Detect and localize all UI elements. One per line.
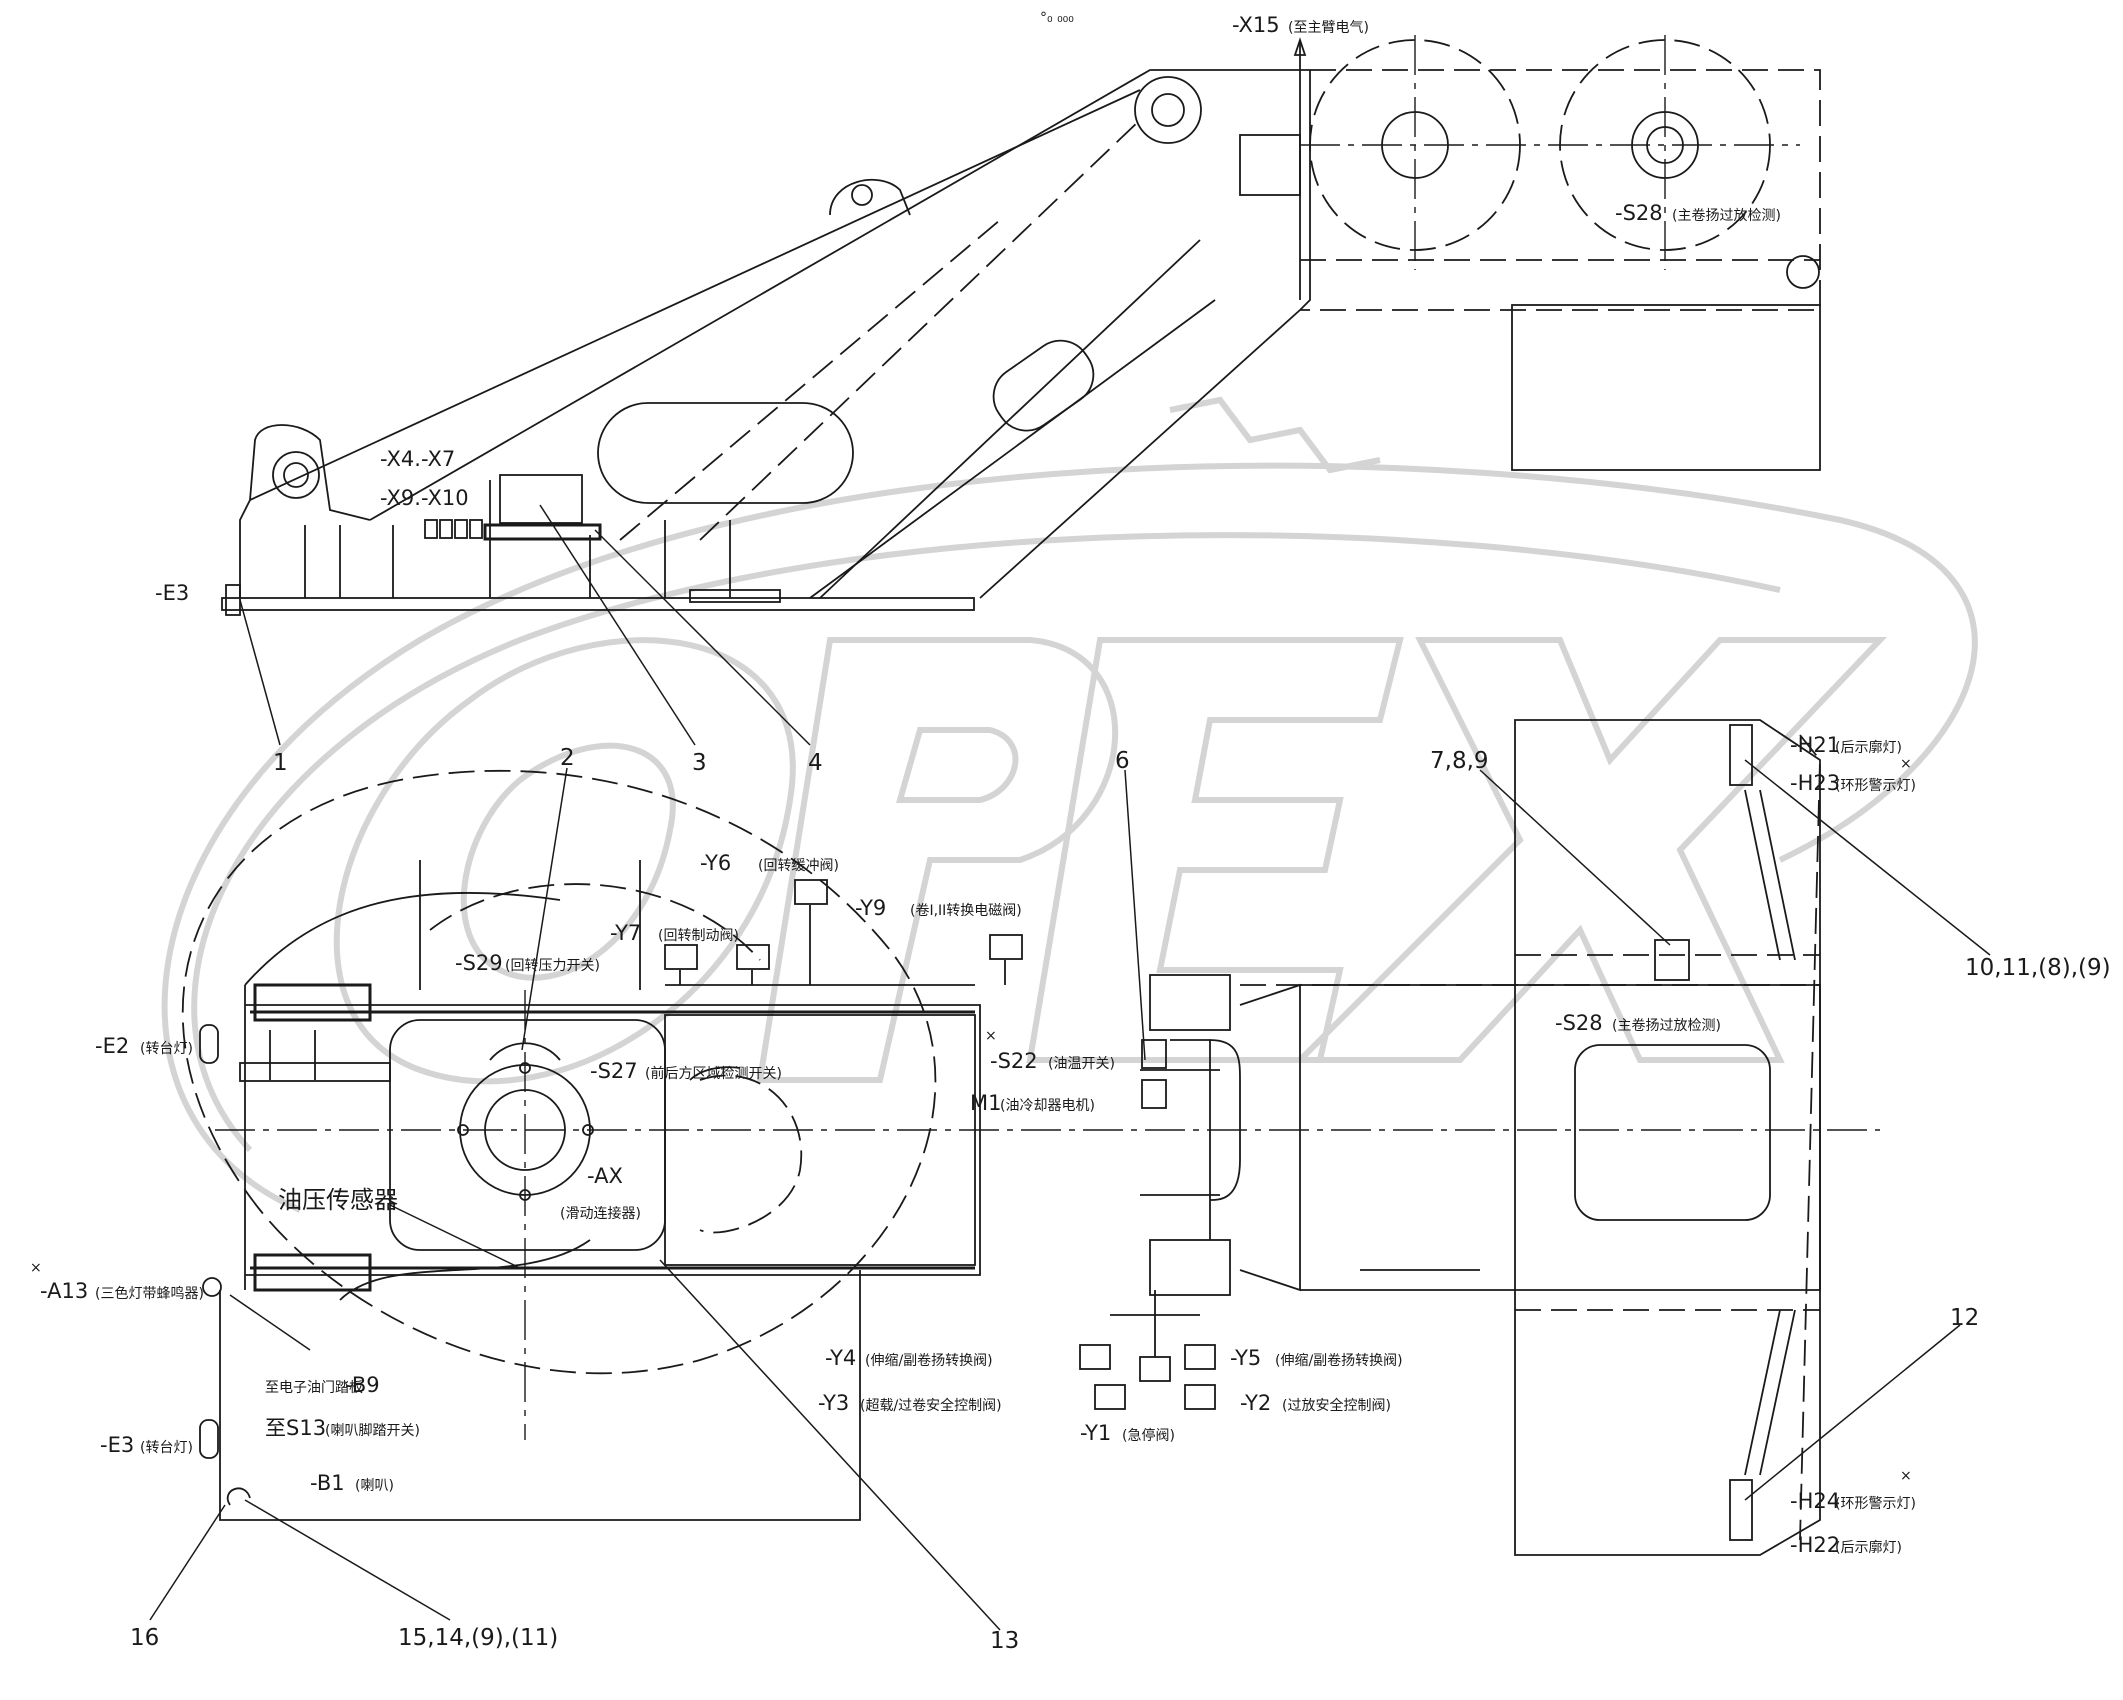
callout-1: 1 bbox=[273, 750, 288, 776]
callout-4: 4 bbox=[808, 750, 823, 776]
label-h24-desc: (环形警示灯) bbox=[1835, 1496, 1916, 1512]
label-y6-desc: (回转缓冲阀) bbox=[758, 858, 839, 874]
label-ax-desc: (滑动连接器) bbox=[560, 1205, 641, 1222]
label-s28-bot: -S28 bbox=[1555, 1011, 1603, 1035]
label-s22-desc: (油温开关) bbox=[1048, 1056, 1115, 1072]
label-s27-desc: (前后方区域检测开关) bbox=[645, 1065, 782, 1082]
label-s29: -S29 bbox=[455, 951, 503, 975]
label-y9-desc: (卷I,II转换电磁阀) bbox=[910, 902, 1022, 919]
label-y2-desc: (过放安全控制阀) bbox=[1282, 1397, 1391, 1414]
label-ax: -AX bbox=[587, 1164, 623, 1188]
label-a13-desc: (三色灯带蜂鸣器) bbox=[95, 1285, 204, 1302]
label-y3: -Y3 bbox=[818, 1391, 849, 1415]
label-pressure-sensor: 油压传感器 bbox=[278, 1186, 398, 1214]
label-h23-desc: (环形警示灯) bbox=[1835, 778, 1916, 794]
label-b9: -B9 bbox=[345, 1373, 380, 1397]
label-b1: -B1 bbox=[310, 1471, 345, 1495]
label-y9: -Y9 bbox=[855, 896, 886, 920]
label-e3-bot: -E3 bbox=[100, 1433, 134, 1457]
label-h21-desc: (后示廓灯) bbox=[1835, 739, 1902, 756]
label-x9-x10: -X9.-X10 bbox=[380, 486, 469, 510]
callout-2: 2 bbox=[560, 745, 575, 771]
label-star-h24: × bbox=[1900, 1468, 1912, 1484]
label-m1: M1 bbox=[970, 1091, 1001, 1115]
label-s28-top-desc: (主卷扬过放检测) bbox=[1672, 208, 1781, 224]
callout-13: 13 bbox=[990, 1628, 1019, 1654]
label-y5-desc: (伸缩/副卷扬转换阀) bbox=[1275, 1352, 1403, 1369]
label-y4: -Y4 bbox=[825, 1346, 856, 1370]
label-y5: -Y5 bbox=[1230, 1346, 1261, 1370]
callout-10-11-8-9: 10,11,(8),(9) bbox=[1965, 955, 2111, 981]
label-star-s22: × bbox=[985, 1028, 997, 1044]
label-y7: -Y7 bbox=[610, 921, 641, 945]
label-y2: -Y2 bbox=[1240, 1391, 1271, 1415]
label-h23: -H23 bbox=[1790, 771, 1840, 795]
header-mark: °₀ ₀₀₀ bbox=[1040, 10, 1074, 26]
callout-16: 16 bbox=[130, 1625, 159, 1651]
label-y1-desc: (急停阀) bbox=[1122, 1427, 1175, 1444]
label-y3-desc: (超载/过卷安全控制阀) bbox=[860, 1397, 1002, 1414]
label-m1-desc: (油冷却器电机) bbox=[1000, 1098, 1095, 1114]
label-s28-top: -S28 bbox=[1615, 201, 1663, 225]
label-h24: -H24 bbox=[1790, 1489, 1840, 1513]
label-s28-bot-desc: (主卷扬过放检测) bbox=[1612, 1018, 1721, 1034]
label-y4-desc: (伸缩/副卷扬转换阀) bbox=[865, 1352, 993, 1369]
label-h22: -H22 bbox=[1790, 1533, 1840, 1557]
label-s13: 至S13 bbox=[265, 1416, 326, 1440]
label-s13-desc: (喇叭脚踏开关) bbox=[325, 1423, 420, 1439]
label-x15: -X15 bbox=[1232, 13, 1280, 37]
watermark-logo bbox=[161, 396, 1978, 1213]
label-e2: -E2 bbox=[95, 1034, 129, 1058]
label-b1-desc: (喇叭) bbox=[355, 1478, 394, 1494]
label-a13: -A13 bbox=[40, 1279, 88, 1303]
callout-15-14-9-11: 15,14,(9),(11) bbox=[398, 1625, 558, 1651]
label-star-a13: × bbox=[30, 1260, 42, 1276]
label-e3-top: -E3 bbox=[155, 581, 189, 605]
label-e3-bot-desc: (转台灯) bbox=[140, 1440, 193, 1456]
label-y1: -Y1 bbox=[1080, 1421, 1111, 1445]
label-s22: -S22 bbox=[990, 1049, 1038, 1073]
label-s29-desc: (回转压力开关) bbox=[505, 958, 600, 974]
callout-6: 6 bbox=[1115, 748, 1130, 774]
label-h22-desc: (后示廓灯) bbox=[1835, 1539, 1902, 1556]
callout-7-8-9: 7,8,9 bbox=[1430, 748, 1489, 774]
callout-3: 3 bbox=[692, 750, 707, 776]
label-star-h21: × bbox=[1900, 756, 1912, 772]
turntable-plan-view bbox=[181, 719, 1880, 1556]
label-y6: -Y6 bbox=[700, 851, 731, 875]
label-x4-x7: -X4.-X7 bbox=[380, 447, 455, 471]
callout-12: 12 bbox=[1950, 1305, 1979, 1331]
label-b9-pre: 至电子油门踏板 bbox=[265, 1380, 363, 1396]
label-h21: -H21 bbox=[1790, 733, 1840, 757]
turntable-side-view bbox=[221, 35, 1821, 616]
label-s27: -S27 bbox=[590, 1059, 638, 1083]
label-y7-desc: (回转制动阀) bbox=[658, 928, 739, 944]
label-e2-desc: (转台灯) bbox=[140, 1041, 193, 1057]
label-x15-desc: (至主臂电气) bbox=[1288, 20, 1369, 36]
